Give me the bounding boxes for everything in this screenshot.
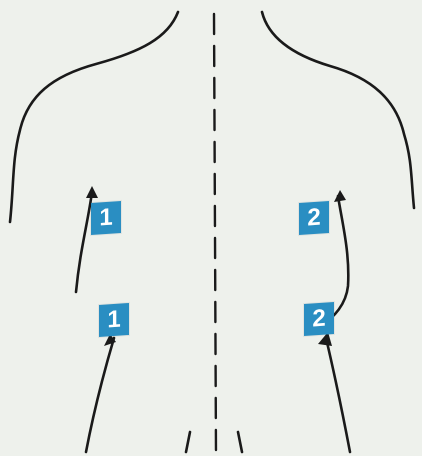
arrowhead-right-upper	[334, 190, 346, 202]
right-shoulder-line	[262, 12, 414, 208]
lower-left-mark	[186, 432, 190, 452]
right-lower-back-contour	[326, 338, 350, 452]
arrowhead-left-upper	[86, 186, 98, 198]
spine-line	[214, 14, 216, 456]
marker-left-lower: 1	[99, 303, 129, 337]
left-lower-back-contour	[86, 338, 114, 452]
marker-left-upper: 1	[91, 201, 121, 235]
lower-right-mark	[238, 432, 242, 452]
marker-right-upper: 2	[299, 201, 329, 235]
left-back-contour	[76, 192, 92, 292]
marker-right-lower: 2	[304, 302, 334, 336]
